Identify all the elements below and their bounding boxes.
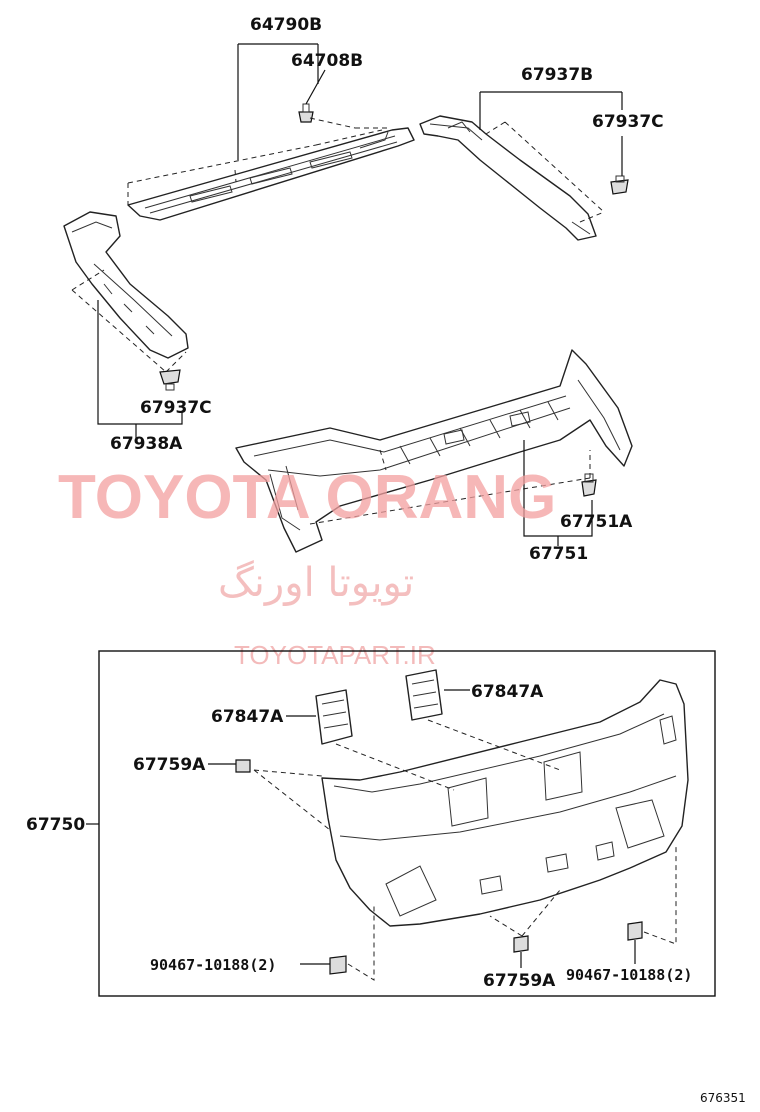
hole-cover-67847A-right bbox=[405, 669, 443, 721]
leader-67937B bbox=[479, 91, 623, 130]
label-67751: 67751 bbox=[529, 544, 588, 564]
label-64708B: 64708B bbox=[291, 51, 363, 71]
pillar-trim-67937B bbox=[419, 115, 597, 241]
watermark-url: TOYOTAPART.IR bbox=[234, 640, 436, 670]
hole-cover-67847A-left bbox=[315, 689, 353, 745]
clip-90467-right bbox=[627, 921, 643, 941]
label-67759A-left: 67759A bbox=[133, 755, 206, 775]
leader-64790B bbox=[237, 43, 319, 160]
label-67750: 67750 bbox=[26, 815, 85, 835]
watermark-persian: تویوتا اورنگ bbox=[218, 560, 414, 606]
label-67938A: 67938A bbox=[110, 434, 183, 454]
clip-67759A-left bbox=[235, 759, 251, 773]
label-90467-right: 90467-10188(2) bbox=[566, 966, 692, 984]
label-67937C-left: 67937C bbox=[140, 398, 212, 418]
label-67937C-right: 67937C bbox=[592, 112, 664, 132]
label-67759A-bottom: 67759A bbox=[483, 971, 556, 991]
leader-64708B bbox=[305, 69, 326, 105]
clip-67937C-right bbox=[610, 175, 629, 195]
label-67847A-left: 67847A bbox=[211, 707, 284, 727]
scuff-plate-67751 bbox=[235, 349, 633, 553]
label-67751A: 67751A bbox=[560, 512, 633, 532]
label-64790B: 64790B bbox=[250, 15, 322, 35]
back-door-trim-67750 bbox=[321, 679, 689, 927]
leader-67938A bbox=[97, 300, 183, 440]
pillar-trim-67938A bbox=[63, 211, 189, 359]
garnish-64790B bbox=[127, 127, 415, 221]
figure-number: 676351 bbox=[700, 1091, 746, 1105]
label-67937B: 67937B bbox=[521, 65, 593, 85]
watermark-brand: TOYOTA ORANG bbox=[58, 463, 556, 532]
label-67847A-right: 67847A bbox=[471, 682, 544, 702]
leader-67751 bbox=[523, 440, 593, 546]
label-90467-left: 90467-10188(2) bbox=[150, 956, 276, 974]
clip-90467-left bbox=[329, 955, 347, 975]
clip-67751A bbox=[581, 473, 597, 497]
clip-67759A-bottom bbox=[513, 935, 529, 953]
clip-64708B bbox=[298, 103, 314, 123]
clip-67937C-left bbox=[159, 369, 181, 391]
